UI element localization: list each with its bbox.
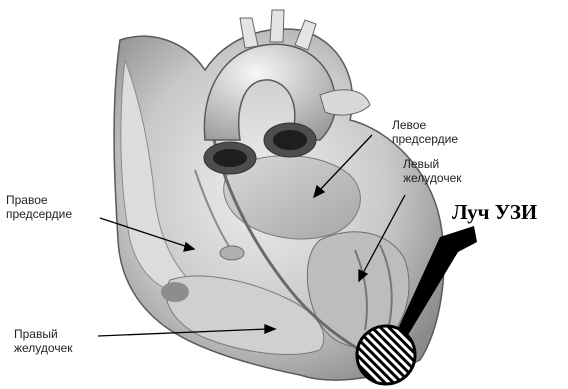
label-right-atrium: Правое предсердие — [6, 193, 72, 221]
ultrasound-target-circle — [357, 326, 415, 384]
valve — [220, 246, 244, 260]
label-left-atrium: Левое предсердие — [392, 118, 458, 146]
label-right-ventricle: Правый желудочек — [14, 327, 73, 355]
label-left-ventricle: Левый желудочек — [403, 157, 462, 185]
label-ultrasound-beam: Луч УЗИ — [452, 200, 537, 225]
